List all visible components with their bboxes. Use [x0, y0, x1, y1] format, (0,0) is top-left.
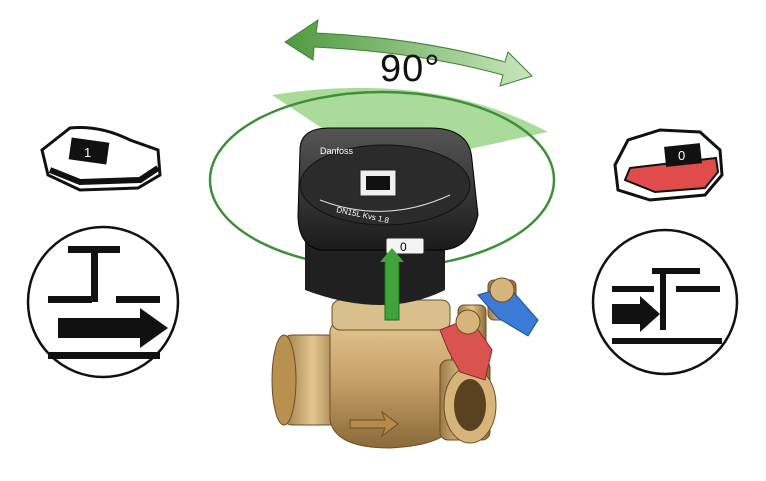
svg-text:1: 1	[84, 145, 91, 160]
test-plug-blue	[477, 277, 539, 337]
indicator-window: 0	[385, 237, 425, 255]
rotation-arrow	[284, 18, 533, 87]
position-indicator	[384, 257, 400, 321]
open-position-tab: 1	[40, 126, 162, 192]
closed-flow-symbol	[591, 228, 739, 376]
svg-text:0: 0	[400, 240, 407, 254]
rotation-angle-label: 90°	[380, 48, 441, 90]
closed-position-tab: 0	[613, 128, 724, 202]
knob-brand: Danfoss	[320, 146, 354, 156]
svg-text:0: 0	[678, 148, 685, 163]
valve-body	[271, 299, 497, 449]
open-flow-symbol	[26, 225, 180, 379]
handwheel-knob[interactable]	[297, 127, 479, 305]
test-plug-red	[439, 304, 493, 381]
